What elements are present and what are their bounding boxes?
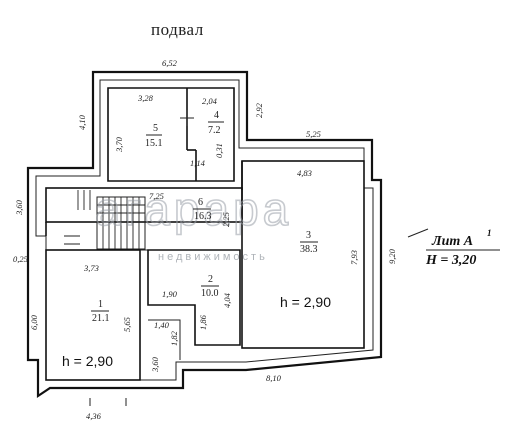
dim-left-410: 4,10 (77, 114, 87, 130)
room-3 (241, 160, 365, 349)
room-1-number: 1 (98, 299, 103, 310)
room-2-area: 10.0 (201, 288, 219, 299)
dim-r2-182: 1,82 (169, 330, 179, 346)
dim-r6-725: 7,25 (149, 191, 164, 201)
dim-left-600: 6,00 (29, 314, 39, 330)
dim-r6-225: 2,25 (221, 212, 231, 227)
dim-r1-373: 3,73 (83, 263, 99, 273)
room-1-height: h = 2,90 (62, 353, 113, 369)
dim-r4-114: 1,14 (190, 158, 206, 168)
dim-top-652: 6,52 (162, 58, 178, 68)
plan-title: подвал (151, 20, 204, 39)
room-2 (147, 249, 241, 346)
room-2-lower (89, 319, 181, 406)
lit-label: Лит А (431, 234, 473, 249)
dim-left-025: 0,25 (13, 254, 28, 264)
room-6-area: 16.3 (194, 211, 212, 222)
dim-right-292: 2,92 (254, 102, 264, 118)
dim-r5-328: 3,28 (137, 93, 154, 103)
watermark: агарара (95, 183, 292, 235)
room-5-area: 15.1 (145, 138, 163, 149)
watermark-sub: недвижимость (158, 251, 268, 263)
dim-r3-525: 5,25 (306, 129, 321, 139)
room-3-height: h = 2,90 (280, 294, 331, 310)
dim-bottom-810: 8,10 (266, 373, 282, 383)
room-3-number: 3 (306, 230, 311, 241)
dim-r2-404: 4,04 (222, 292, 232, 308)
dim-r4-031: 0,31 (214, 143, 224, 158)
dim-left-360: 3,60 (14, 199, 24, 216)
stairs (64, 190, 146, 250)
dim-bottom-436: 4,36 (86, 411, 102, 421)
dim-r3-793: 7,93 (349, 250, 359, 265)
room-1-area: 21.1 (92, 313, 110, 324)
dim-r1-565: 5,65 (122, 317, 132, 332)
room-4-area: 7.2 (208, 125, 221, 136)
dim-r4-204: 2,04 (202, 96, 218, 106)
dim-r1-360: 3,60 (150, 356, 160, 373)
lit-superscript: 1 (487, 228, 492, 238)
dim-r3-483: 4,83 (297, 168, 312, 178)
lit-annotation: Лит А 1 H = 3,20 (407, 228, 500, 268)
dimensions: 6,52 4,10 3,28 2,04 2,92 3,70 0,31 1,14 … (13, 58, 397, 421)
room-5-4-block (107, 87, 235, 182)
outer-walls (26, 70, 383, 399)
dim-r5-370: 3,70 (114, 136, 124, 153)
room-1 (45, 249, 148, 381)
dim-r2-186: 1,86 (198, 314, 208, 330)
height-total: H = 3,20 (425, 253, 476, 268)
dim-right-920: 9,20 (387, 248, 397, 264)
room-2-number: 2 (208, 274, 213, 285)
dim-r2-190: 1,90 (162, 289, 178, 299)
room-6-number: 6 (198, 197, 203, 208)
room-5-number: 5 (153, 123, 158, 134)
dim-r2-140: 1,40 (154, 320, 170, 330)
room-4-number: 4 (214, 110, 219, 121)
room-3-area: 38.3 (300, 244, 318, 255)
